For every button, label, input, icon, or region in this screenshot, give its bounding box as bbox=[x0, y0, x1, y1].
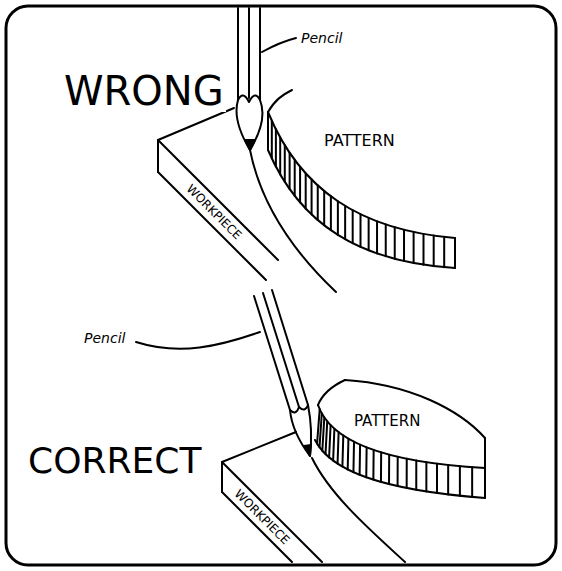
pattern-hatching bbox=[330, 196, 332, 230]
pattern-hatching bbox=[368, 218, 370, 250]
pattern-hatching bbox=[279, 137, 281, 174]
pattern-hatching bbox=[326, 421, 328, 454]
pattern-hatching bbox=[433, 236, 435, 266]
pattern-hatching bbox=[337, 201, 339, 235]
pattern-hatching bbox=[344, 206, 346, 239]
pattern-hatching bbox=[341, 436, 344, 467]
pattern-hatching bbox=[459, 466, 461, 496]
pattern-hatching bbox=[415, 461, 417, 490]
pattern-hatching bbox=[359, 445, 361, 475]
workpiece-label: WORKPIECE bbox=[182, 180, 246, 244]
pattern-hatching bbox=[352, 442, 355, 472]
pattern-hatching bbox=[443, 237, 445, 267]
pattern-hatching bbox=[471, 467, 473, 497]
pattern-hatching bbox=[317, 185, 319, 220]
pattern-hatching bbox=[447, 465, 449, 494]
pattern-hatching bbox=[365, 447, 367, 477]
frame bbox=[6, 6, 556, 565]
pattern-hatching bbox=[305, 173, 307, 208]
pattern-hatching bbox=[271, 121, 273, 159]
pattern-hatching bbox=[413, 232, 415, 263]
pattern-hatching bbox=[403, 230, 405, 261]
pattern-hatching bbox=[275, 129, 277, 166]
pattern-label: PATTERN bbox=[322, 132, 397, 150]
pattern-hatching bbox=[380, 452, 382, 482]
pattern-hatching bbox=[323, 191, 325, 225]
pattern-hatching bbox=[294, 160, 296, 196]
pattern-hatching bbox=[329, 425, 330, 457]
pattern-hatching bbox=[436, 464, 438, 493]
pencil-label: Pencil bbox=[82, 330, 127, 346]
pattern-hatching bbox=[425, 462, 427, 491]
pencil-correct bbox=[136, 290, 311, 456]
pattern-hatching bbox=[289, 153, 291, 189]
pattern-correct bbox=[315, 380, 485, 498]
panel-heading: CORRECT bbox=[26, 442, 203, 480]
pattern-hatching bbox=[322, 418, 324, 451]
pencil-label: Pencil bbox=[299, 30, 344, 46]
pencil-wrong bbox=[237, 8, 297, 150]
pattern-wrong bbox=[268, 90, 455, 268]
pattern-hatching bbox=[284, 145, 286, 182]
pattern-hatching bbox=[394, 227, 396, 259]
workpiece-label: WORKPIECE bbox=[230, 485, 294, 549]
pattern-hatching bbox=[397, 457, 399, 486]
pattern-hatching bbox=[347, 439, 350, 470]
pattern-hatching bbox=[333, 429, 334, 461]
workpiece-wrong bbox=[158, 108, 336, 292]
pattern-hatching bbox=[385, 224, 387, 256]
pattern-hatching bbox=[352, 210, 354, 243]
pattern-label: PATTERN bbox=[352, 413, 422, 430]
pattern-hatching bbox=[360, 214, 362, 247]
pattern-hatching bbox=[388, 455, 390, 484]
pattern-hatching bbox=[299, 167, 301, 203]
pattern-hatching bbox=[423, 234, 425, 265]
panel-heading: WRONG bbox=[62, 70, 226, 112]
pattern-hatching bbox=[406, 459, 408, 488]
pattern-hatching bbox=[376, 221, 378, 253]
pattern-hatching bbox=[338, 432, 339, 463]
pattern-hatching bbox=[372, 450, 374, 480]
pattern-hatching bbox=[319, 413, 321, 447]
pattern-hatching bbox=[311, 180, 313, 215]
